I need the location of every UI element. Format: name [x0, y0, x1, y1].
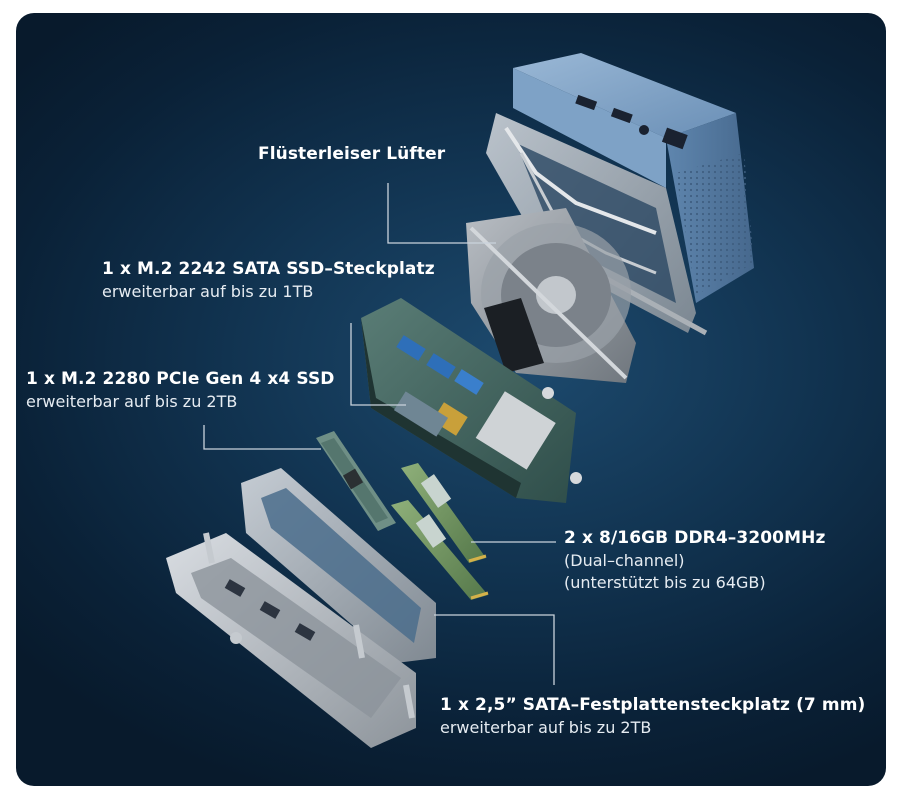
- label-hdd-sub: erweiterbar auf bis zu 2TB: [440, 717, 652, 737]
- leader-lines: [203, 183, 556, 685]
- label-m2-sata: 1 x M.2 2242 SATA SSD–Steckplatz erweite…: [102, 258, 435, 303]
- label-hdd-title: 1 x 2,5” SATA–Festplattensteckplatz (7 m…: [440, 695, 866, 715]
- m2-pcie-ssd: [316, 431, 396, 531]
- label-m2-pcie-title: 1 x M.2 2280 PCIe Gen 4 x4 SSD: [26, 369, 335, 389]
- product-card: Flüsterleiser Lüfter 1 x M.2 2242 SATA S…: [16, 13, 886, 786]
- label-ram: 2 x 8/16GB DDR4–3200MHz (Dual–channel) (…: [564, 527, 825, 593]
- label-m2-sata-sub: erweiterbar auf bis zu 1TB: [102, 281, 314, 301]
- label-m2-pcie-sub: erweiterbar auf bis zu 2TB: [26, 391, 238, 411]
- label-ram-sub2: (unterstützt bis zu 64GB): [564, 572, 766, 592]
- fan-assembly: [466, 208, 636, 383]
- label-ram-title: 2 x 8/16GB DDR4–3200MHz: [564, 528, 826, 548]
- label-ram-sub1: (Dual–channel): [564, 550, 685, 570]
- drive-tray: [166, 468, 436, 748]
- label-fan: Flüsterleiser Lüfter: [258, 143, 445, 166]
- case-shell: [486, 53, 754, 336]
- motherboard: [361, 298, 582, 503]
- exploded-view-illustration: [166, 53, 754, 748]
- label-hdd: 1 x 2,5” SATA–Festplattensteckplatz (7 m…: [440, 694, 865, 739]
- ram-modules: [391, 463, 489, 600]
- label-m2-sata-title: 1 x M.2 2242 SATA SSD–Steckplatz: [102, 259, 435, 279]
- label-m2-pcie: 1 x M.2 2280 PCIe Gen 4 x4 SSD erweiterb…: [26, 368, 335, 413]
- label-fan-title: Flüsterleiser Lüfter: [258, 144, 446, 164]
